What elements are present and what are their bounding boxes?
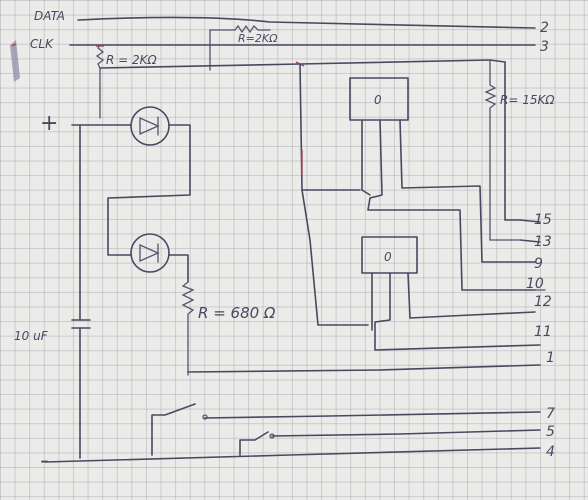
pin-9: 9 [534,256,543,272]
pin-10: 10 [526,276,544,292]
label-plus: + [40,111,58,136]
pencil-mark [10,40,20,82]
pin-5: 5 [546,424,555,440]
resistor-clock [209,24,271,41]
label-r-clock: R=2KΩ [238,32,278,45]
label-minus: - [40,446,49,474]
pin-13: 13 [534,234,552,250]
label-transistor-lower: 0 [384,250,392,264]
pin-7: 7 [546,406,555,422]
switch-upper [151,403,541,456]
capacitor [71,319,91,329]
resistor-led [181,281,195,376]
data-line [77,16,536,29]
pin1-line [187,364,541,373]
pin-4: 4 [546,444,555,460]
transistor-upper [349,77,409,121]
label-transistor-upper: 0 [374,93,382,107]
label-r-pullup: R = 2KΩ [106,53,158,67]
resistor-right [484,59,521,241]
label-cap: 10 uF [14,329,49,343]
label-r-right: R= 15KΩ [500,93,555,107]
top-rail [99,59,506,69]
pin-2: 2 [540,20,549,36]
pin-3: 3 [540,39,549,55]
led-lower [130,233,170,273]
led-upper-symbol [139,116,160,136]
bus-vertical [299,63,361,191]
ground-rail [44,447,541,463]
label-data: DATA [34,9,65,23]
label-r-led: R = 680 Ω [198,304,276,322]
pin-1: 1 [546,350,555,366]
pin-15: 15 [534,212,552,228]
label-clock: CLK [30,37,54,51]
led-lower-symbol [139,243,160,263]
resistor-pullup [95,44,105,119]
led-upper [130,106,170,146]
pin-11: 11 [534,324,552,340]
switch-lower [239,429,541,456]
pin-12: 12 [534,294,552,310]
